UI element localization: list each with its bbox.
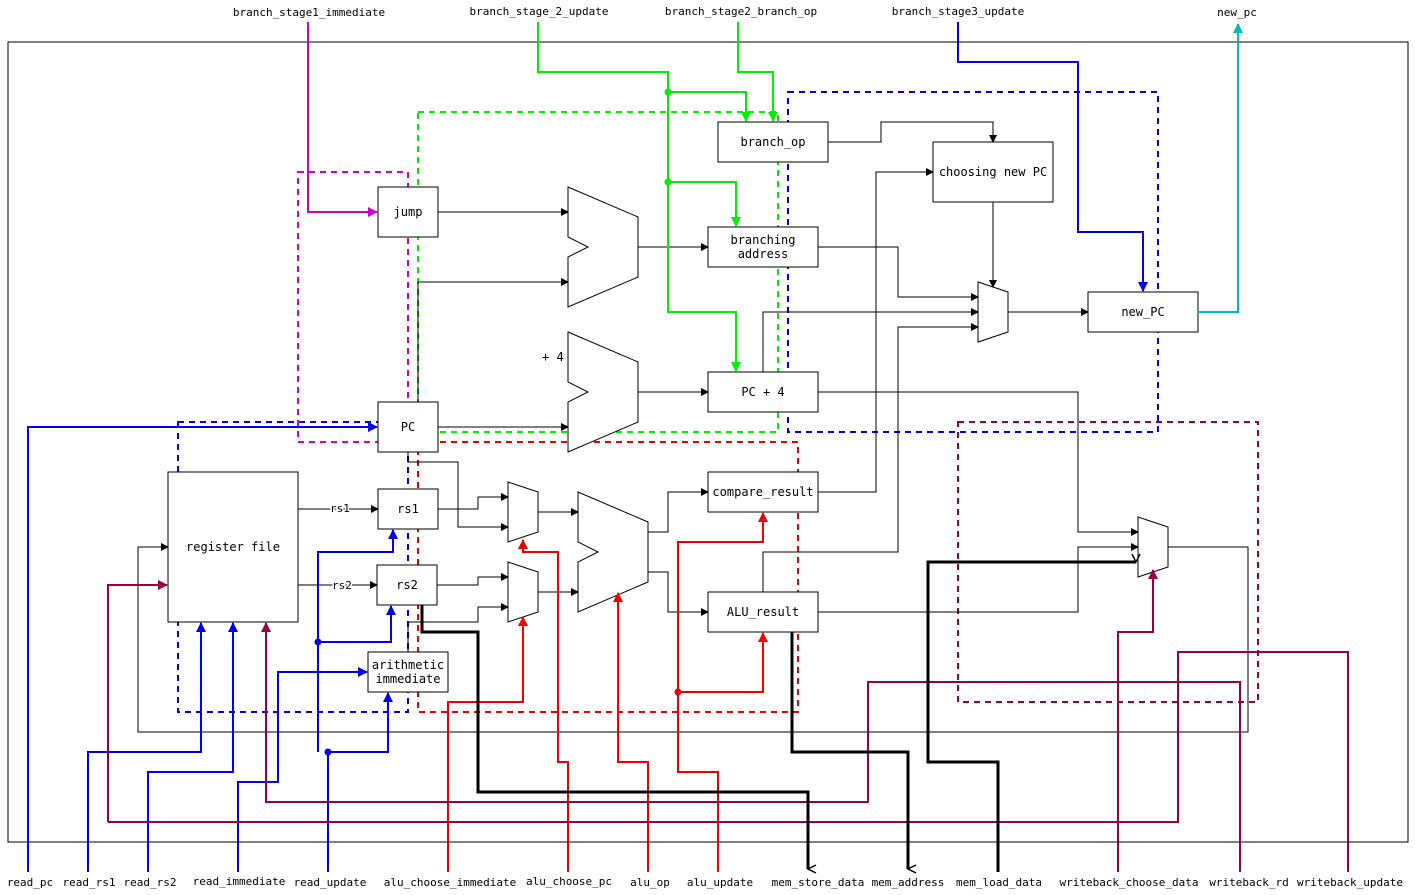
bottom-signal-labels: read_pc read_rs1 read_rs2 read_immediate… bbox=[7, 875, 1403, 889]
jump-label: jump bbox=[394, 205, 423, 219]
rs2-wire-label: rs2 bbox=[332, 579, 352, 592]
new-pc-block: new_PC bbox=[1087, 291, 1199, 333]
rs2-block: rs2 bbox=[376, 564, 438, 606]
top-label-branch-stage-2-update: branch_stage_2_update bbox=[469, 5, 608, 18]
top-signal-labels: branch_stage1_immediate branch_stage_2_u… bbox=[233, 5, 1257, 19]
alu-input-b-mux bbox=[507, 561, 539, 623]
bottom-label-mem-store-data: mem_store_data bbox=[772, 876, 865, 889]
jump-block: jump bbox=[377, 186, 439, 238]
branch-target-adder bbox=[567, 186, 639, 308]
stage1-region bbox=[297, 171, 409, 443]
writeback-wires bbox=[107, 569, 1349, 872]
bottom-label-mem-load-data: mem_load_data bbox=[956, 876, 1042, 889]
bottom-label-mem-address: mem_address bbox=[872, 876, 945, 889]
top-label-branch-stage1-immediate: branch_stage1_immediate bbox=[233, 6, 385, 19]
writeback-region bbox=[957, 421, 1259, 703]
choosing-new-pc-block: choosing new PC bbox=[932, 141, 1054, 203]
stage3-region bbox=[787, 91, 1159, 433]
branching-address-label-2: address bbox=[738, 247, 789, 261]
alu-wires bbox=[447, 512, 768, 872]
alu-region bbox=[417, 441, 799, 713]
bottom-label-read-immediate: read_immediate bbox=[193, 875, 286, 888]
alu-input-a-mux bbox=[507, 481, 539, 543]
top-label-branch-stage2-branch-op: branch_stage2_branch_op bbox=[665, 5, 817, 18]
bottom-label-alu-op: alu_op bbox=[630, 876, 670, 889]
branching-address-label-1: branching bbox=[730, 233, 795, 247]
arithmetic-immediate-label-2: immediate bbox=[375, 672, 440, 686]
rs1-block-label: rs1 bbox=[397, 502, 419, 516]
top-label-branch-stage3-update: branch_stage3_update bbox=[892, 5, 1024, 18]
internal-wires bbox=[137, 121, 1249, 733]
choosing-new-pc-label: choosing new PC bbox=[939, 165, 1047, 179]
alu-result-label: ALU_result bbox=[727, 605, 799, 619]
bottom-label-read-update: read_update bbox=[294, 876, 367, 889]
register-file-label: register file bbox=[186, 540, 280, 554]
bottom-label-read-rs2: read_rs2 bbox=[124, 876, 177, 889]
pc-plus-4-label: PC + 4 bbox=[741, 385, 784, 399]
pc-register-block: PC bbox=[377, 401, 439, 453]
branch-op-label: branch_op bbox=[740, 135, 805, 149]
memory-wires bbox=[420, 562, 1136, 872]
bottom-label-alu-choose-pc: alu_choose_pc bbox=[526, 875, 612, 888]
stage3-wires bbox=[957, 22, 1148, 292]
arithmetic-immediate-block: arithmetic immediate bbox=[367, 651, 449, 693]
stage1-wires bbox=[307, 22, 378, 217]
alu-unit bbox=[577, 491, 649, 613]
rs2-block-label: rs2 bbox=[396, 578, 418, 592]
new-pc-output-wire bbox=[1198, 23, 1243, 313]
top-label-new-pc: new_pc bbox=[1217, 6, 1257, 19]
bottom-label-writeback-rd: writeback_rd bbox=[1209, 876, 1288, 889]
rs1-block: rs1 bbox=[377, 488, 439, 530]
bottom-label-writeback-choose-data: writeback_choose_data bbox=[1059, 876, 1198, 889]
stage2-wires bbox=[537, 22, 778, 372]
new-pc-block-label: new_PC bbox=[1121, 305, 1164, 319]
register-file-block: register file bbox=[167, 471, 299, 623]
pc-register-label: PC bbox=[401, 420, 415, 434]
pc-plus-4-adder bbox=[567, 331, 639, 453]
bottom-label-writeback-update: writeback_update bbox=[1297, 876, 1403, 889]
rs1-wire-label: rs1 bbox=[330, 502, 350, 515]
alu-result-block: ALU_result bbox=[707, 591, 819, 633]
compare-result-block: compare_result bbox=[707, 471, 819, 513]
bottom-label-alu-update: alu_update bbox=[687, 876, 753, 889]
read-wires bbox=[27, 422, 398, 872]
module-frame bbox=[7, 41, 1409, 843]
branching-address-block: branching address bbox=[707, 226, 819, 268]
branch-op-block: branch_op bbox=[717, 121, 829, 163]
pc-plus-4-block: PC + 4 bbox=[707, 371, 819, 413]
bottom-label-read-pc: read_pc bbox=[7, 876, 53, 889]
arithmetic-immediate-label-1: arithmetic bbox=[372, 658, 444, 672]
next-pc-mux bbox=[977, 281, 1009, 343]
compare-result-label: compare_result bbox=[712, 485, 813, 499]
writeback-mux bbox=[1137, 516, 1169, 578]
bottom-label-alu-choose-immediate: alu_choose_immediate bbox=[384, 876, 516, 889]
plus-4-label: + 4 bbox=[542, 350, 564, 364]
bottom-label-read-rs1: read_rs1 bbox=[63, 876, 116, 889]
